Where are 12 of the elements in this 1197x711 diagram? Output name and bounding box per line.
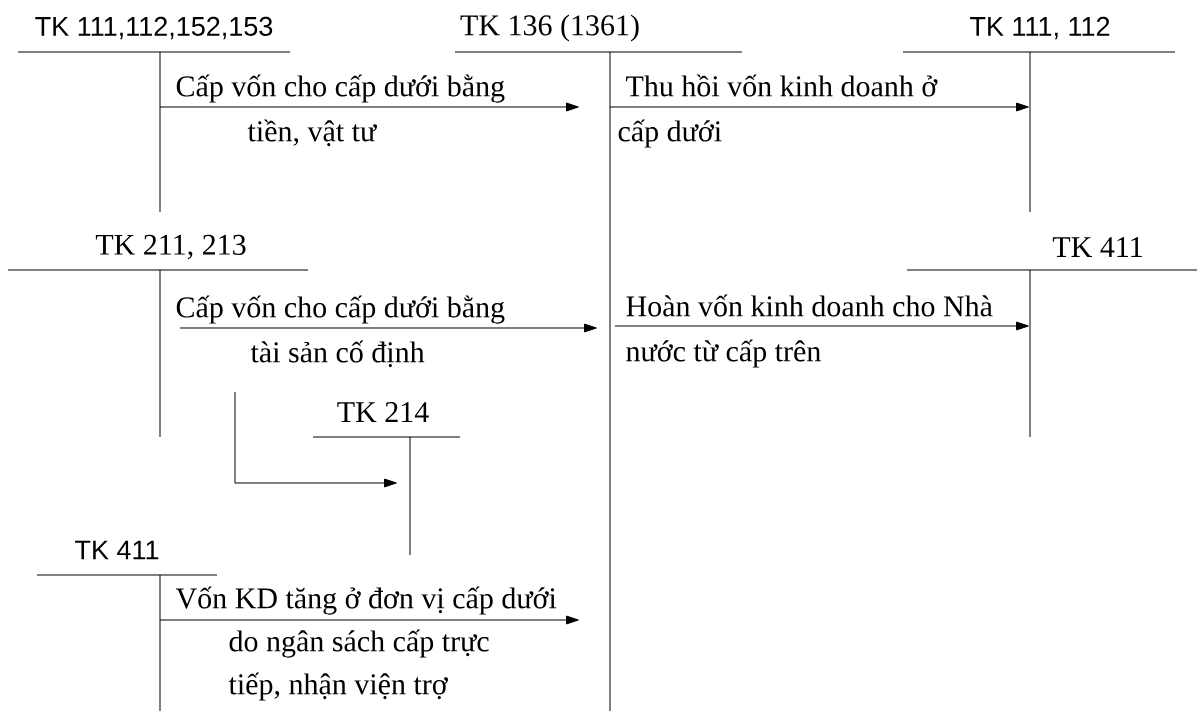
arrow <box>179 323 597 333</box>
arrow <box>234 391 397 488</box>
edge-label: Thu hồi vốn kinh doanh ở cấp dưới <box>618 74 938 148</box>
arrow <box>159 615 579 625</box>
edge-label: Cấp vốn cho cấp dưới bằng tài sản cố định <box>176 295 505 368</box>
arrow <box>159 102 579 112</box>
arrow <box>614 321 1029 331</box>
edge-label: Cấp vốn cho cấp dưới bằng tiền, vật tư <box>176 74 505 147</box>
edge-label: Vốn KD tăng ở đơn vị cấp dưới do ngân sách cấp trực tiếp, nhận viện trợ <box>175 586 557 701</box>
edge-label: Hoàn vốn kinh doanh cho Nhà nước từ cấp trên <box>626 294 993 368</box>
arrow <box>609 102 1029 112</box>
t-account: TK 214 <box>312 402 461 556</box>
